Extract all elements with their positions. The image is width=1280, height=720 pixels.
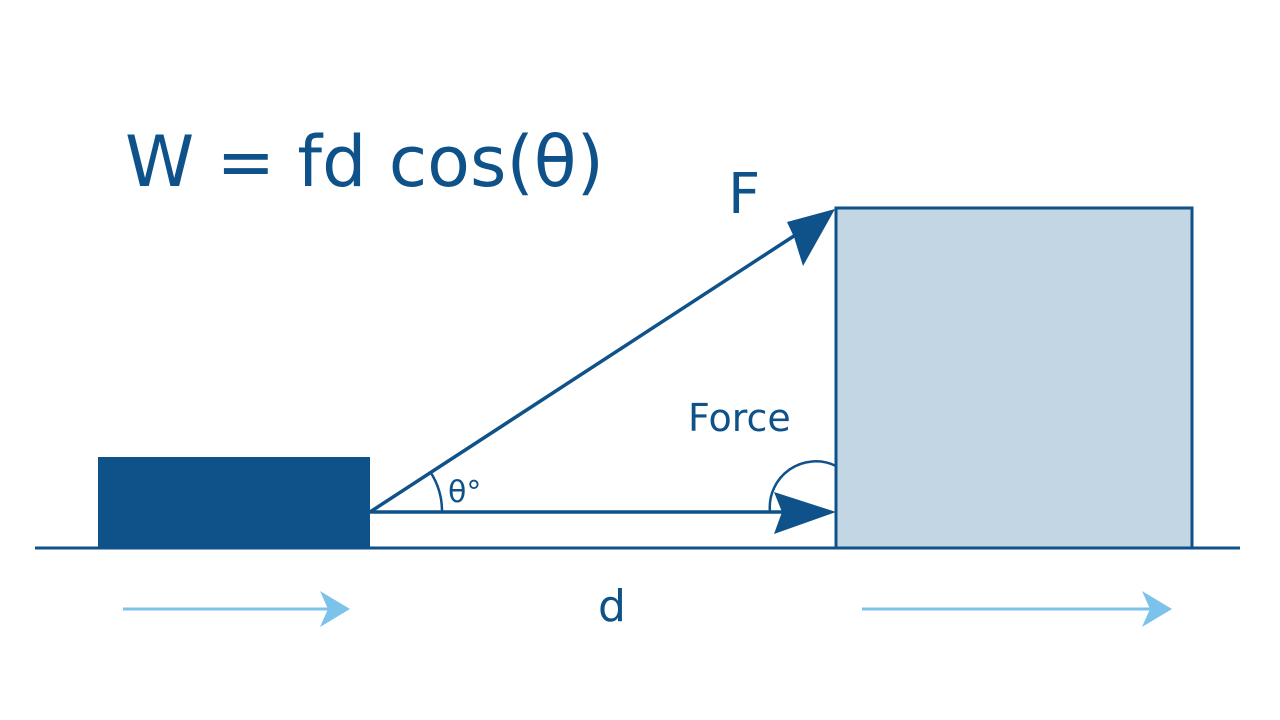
displacement-label: d [598,581,626,632]
large-box [834,206,1194,550]
motion-arrow-left [123,591,350,627]
force-arrow-icon [787,209,835,266]
motion-arrow-right [862,591,1172,627]
displacement-arrow-icon [774,492,836,534]
displacement-vector-arrow [370,492,836,534]
force-text-label: Force [688,396,791,440]
angle-arc [429,472,444,513]
arrow-right-icon [1142,591,1172,627]
force-vector-arrow [369,209,835,514]
arrow-right-icon [320,591,350,627]
angle-label: θ° [448,475,481,510]
work-formula: W = fd cos(θ) [125,121,604,203]
small-block [98,457,370,548]
corner-angle-arc [768,460,837,513]
force-vector-label: F [728,162,760,227]
